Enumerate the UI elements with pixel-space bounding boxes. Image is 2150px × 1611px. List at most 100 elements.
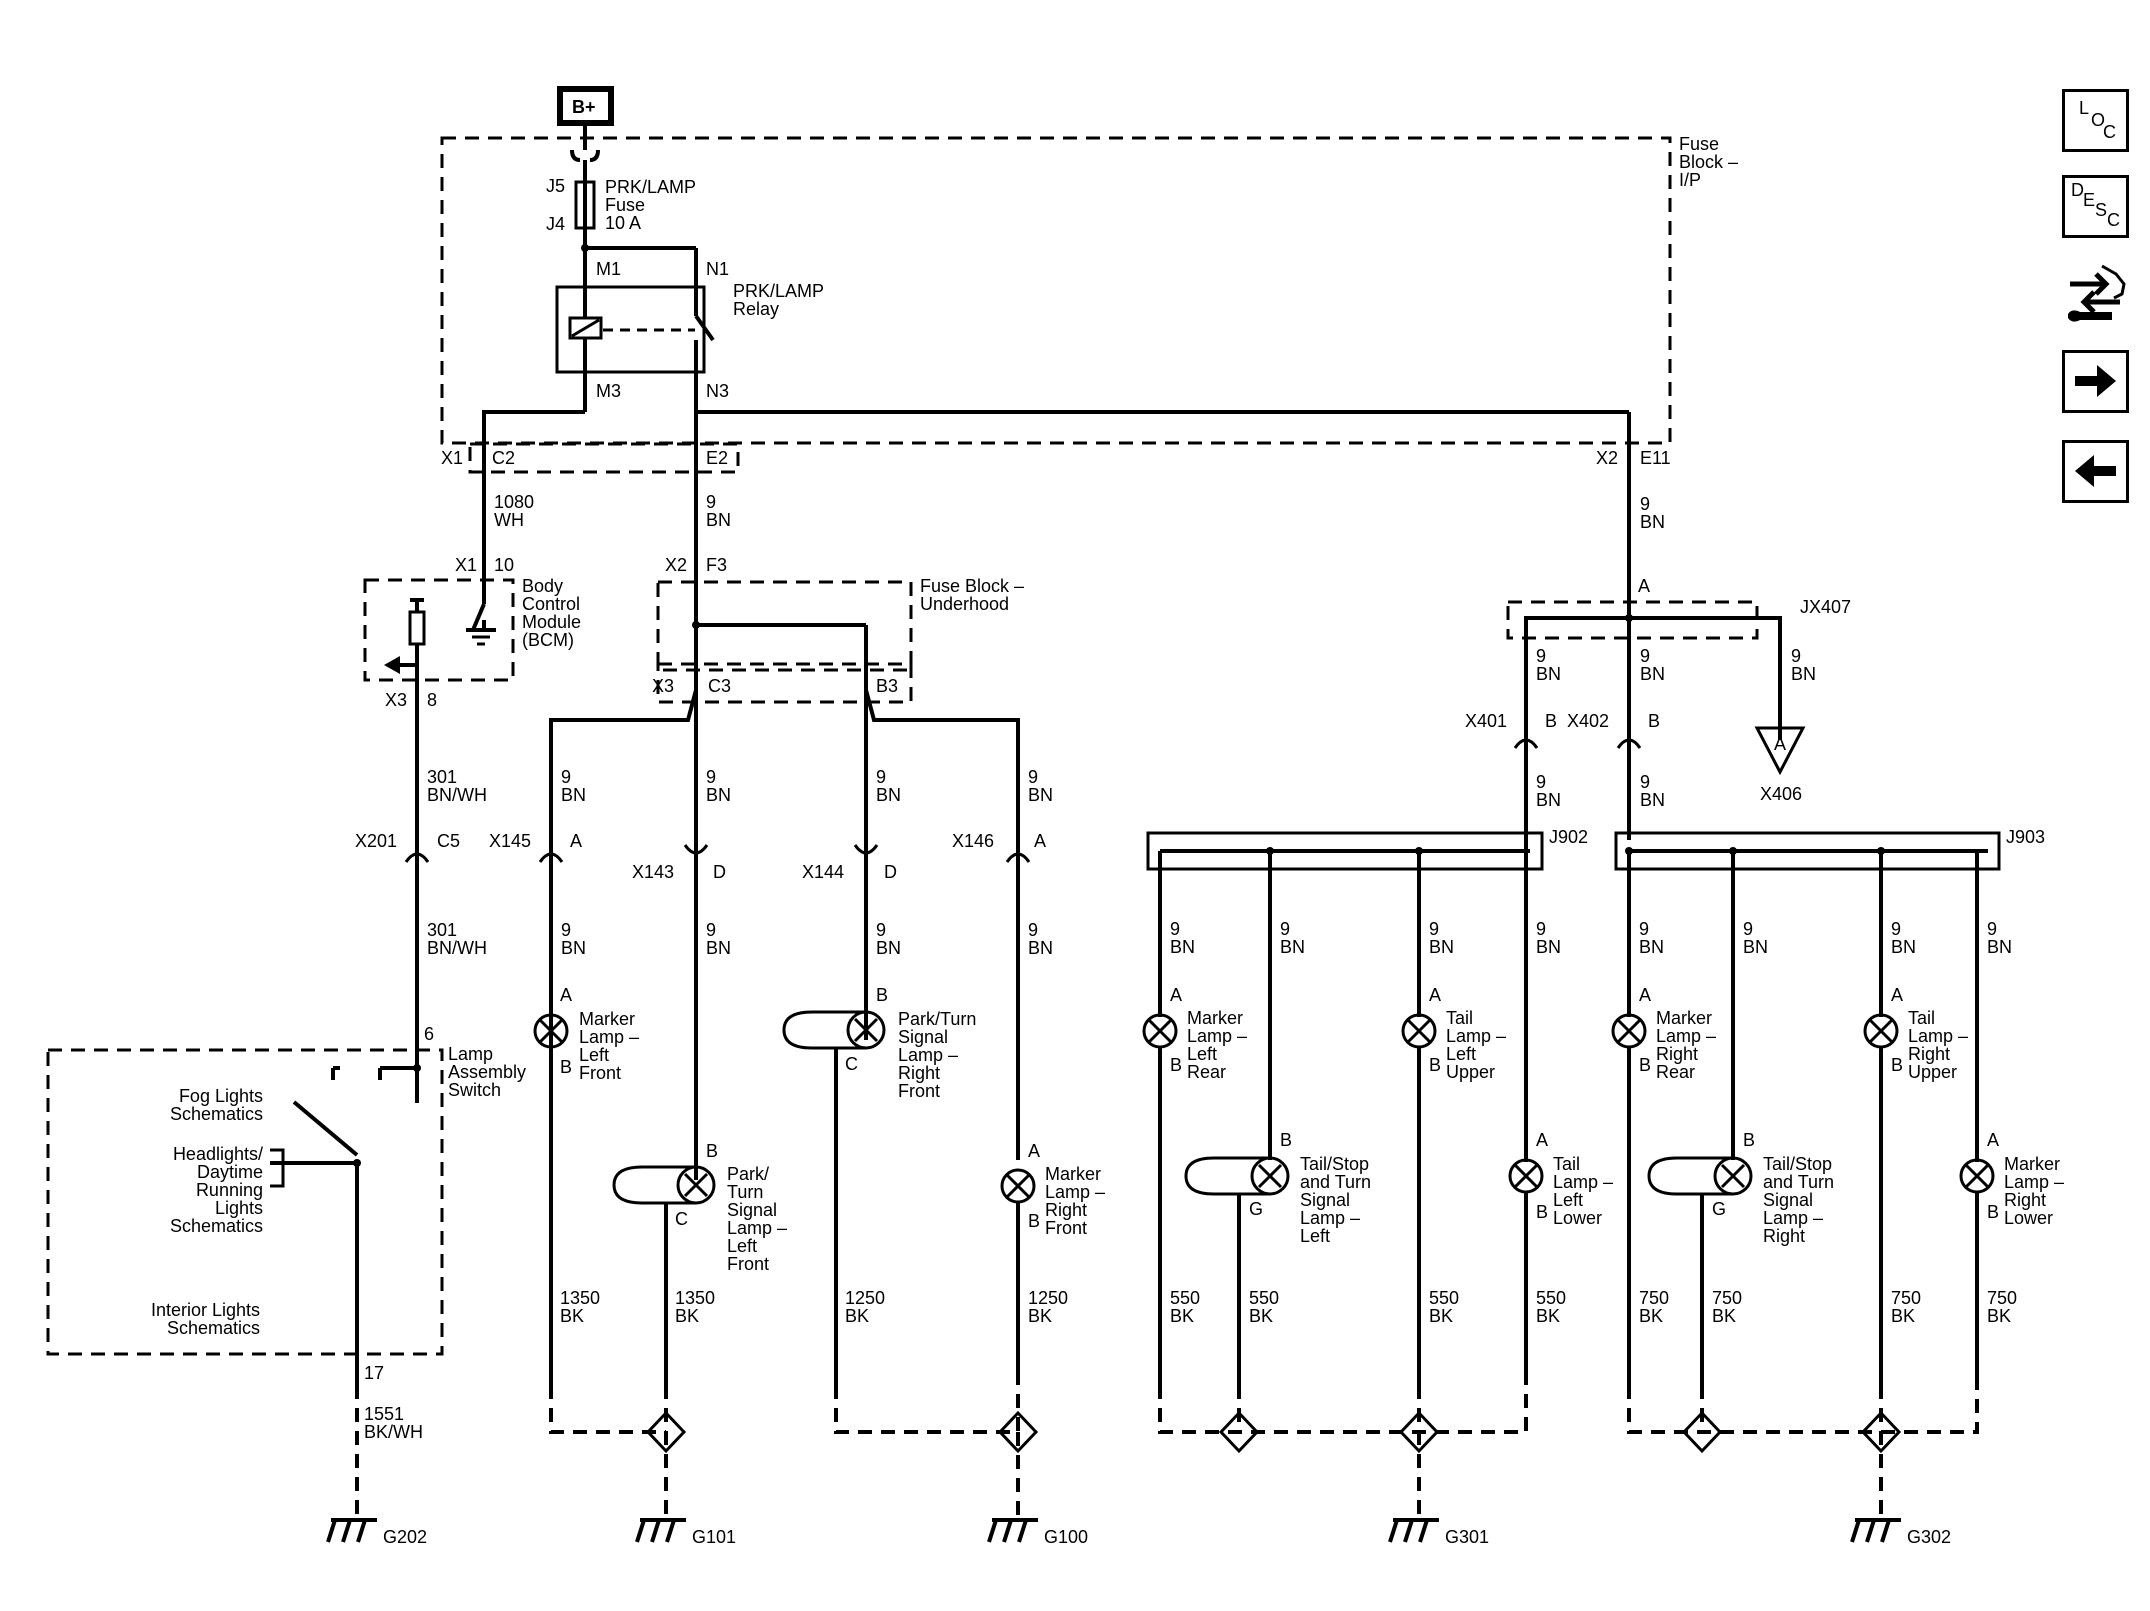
description-letter: C	[2107, 210, 2120, 230]
pin-b-marker-rr: B	[1639, 1055, 1651, 1075]
connector-x144: X144	[802, 862, 844, 882]
ground-symbol-g101	[635, 1518, 686, 1543]
pin-b-tail-ru: B	[1891, 1055, 1903, 1075]
jx407-pin-a: A	[1638, 576, 1650, 596]
connector-x3-uh: X3	[652, 676, 674, 696]
description-button[interactable]: D E S C	[2062, 175, 2129, 238]
splice-j902: J902	[1549, 827, 1588, 847]
pin-b-marker-lr: B	[1170, 1055, 1182, 1075]
connector-pin-6: 6	[424, 1024, 434, 1044]
location-button[interactable]: L O C	[2062, 89, 2129, 152]
description-letter: D	[2071, 180, 2084, 200]
connector-b3: B3	[876, 676, 898, 696]
previous-page-button[interactable]	[2062, 440, 2129, 503]
connector-x1-bcm: X1	[455, 555, 477, 575]
relay-terminal-n3: N3	[706, 381, 729, 401]
ground-label-g301: G301	[1445, 1527, 1489, 1547]
connector-c2: C2	[492, 448, 515, 468]
fuse-terminal-bottom: J4	[546, 214, 565, 234]
location-letter: C	[2103, 122, 2116, 142]
ground-symbol-g301	[1388, 1518, 1439, 1543]
connector-c5: C5	[437, 831, 460, 851]
fuse-terminal-top: J5	[546, 176, 565, 196]
location-letter: L	[2079, 98, 2089, 118]
connector-x146-a: A	[1034, 831, 1046, 851]
connector-end-view-icon[interactable]	[2062, 262, 2129, 328]
pin-b-tailstop-l: B	[1280, 1130, 1292, 1150]
pin-g-tailstop-r: G	[1712, 1199, 1726, 1219]
pin-b-marker-rl: B	[1987, 1202, 1999, 1222]
connector-pin-10: 10	[494, 555, 514, 575]
connector-x201: X201	[355, 831, 397, 851]
relay-terminal-m3: M3	[596, 381, 621, 401]
ground-symbol-g100	[987, 1518, 1038, 1543]
connector-x145: X145	[489, 831, 531, 851]
x406-pin: A	[1774, 734, 1786, 754]
connector-x3-bcm: X3	[385, 690, 407, 710]
connector-x2: X2	[1596, 448, 1618, 468]
relay-terminal-m1: M1	[596, 259, 621, 279]
description-letter: S	[2095, 200, 2107, 220]
pin-b-marker-lf: B	[560, 1057, 572, 1077]
schematic-wiring	[46, 86, 2001, 1520]
connector-pin-8: 8	[427, 690, 437, 710]
location-letter: O	[2091, 110, 2105, 130]
jx407-label: JX407	[1800, 597, 1851, 617]
ground-label-g202: G202	[383, 1527, 427, 1547]
pin-a-tail-ll: A	[1536, 1130, 1548, 1150]
connector-x143: X143	[632, 862, 674, 882]
next-page-button[interactable]	[2062, 350, 2129, 413]
connector-x144-d: D	[884, 862, 897, 882]
previous-arrow-icon	[2075, 455, 2116, 487]
pin-b-tail-ll: B	[1536, 1202, 1548, 1222]
connector-f3: F3	[706, 555, 727, 575]
connector-c3: C3	[708, 676, 731, 696]
connector-x402-b: B	[1648, 711, 1660, 731]
pin-b-parkturn-lf: B	[706, 1141, 718, 1161]
